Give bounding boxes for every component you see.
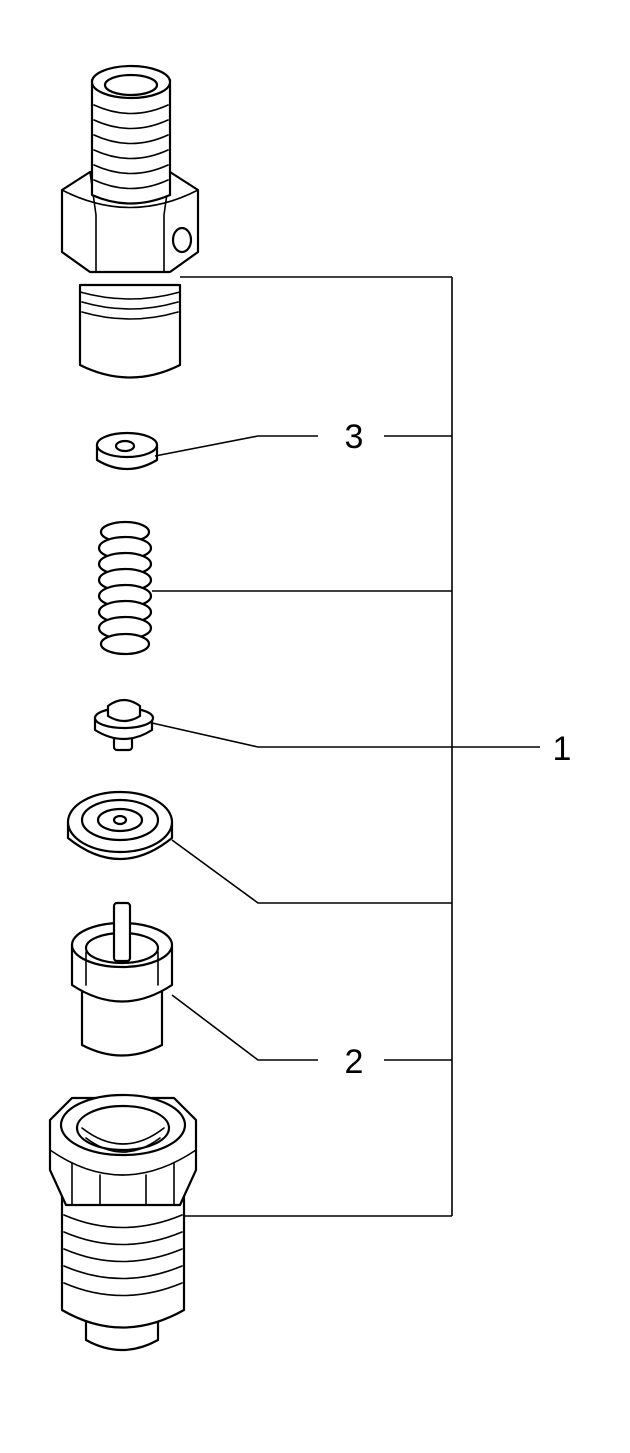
callout-1-label: 1 (553, 730, 572, 768)
nozzle-holder-body (60, 64, 200, 379)
pressure-spring (97, 520, 153, 656)
leader-lines (151, 276, 540, 1217)
nozzle-retaining-nut (48, 1093, 198, 1351)
intermediate-disc (66, 790, 174, 861)
spring-seat (93, 698, 155, 752)
callout-3-label: 3 (345, 418, 364, 456)
shim-washer (95, 431, 159, 470)
injector-nozzle (70, 901, 174, 1057)
callout-2-label: 2 (345, 1043, 364, 1081)
